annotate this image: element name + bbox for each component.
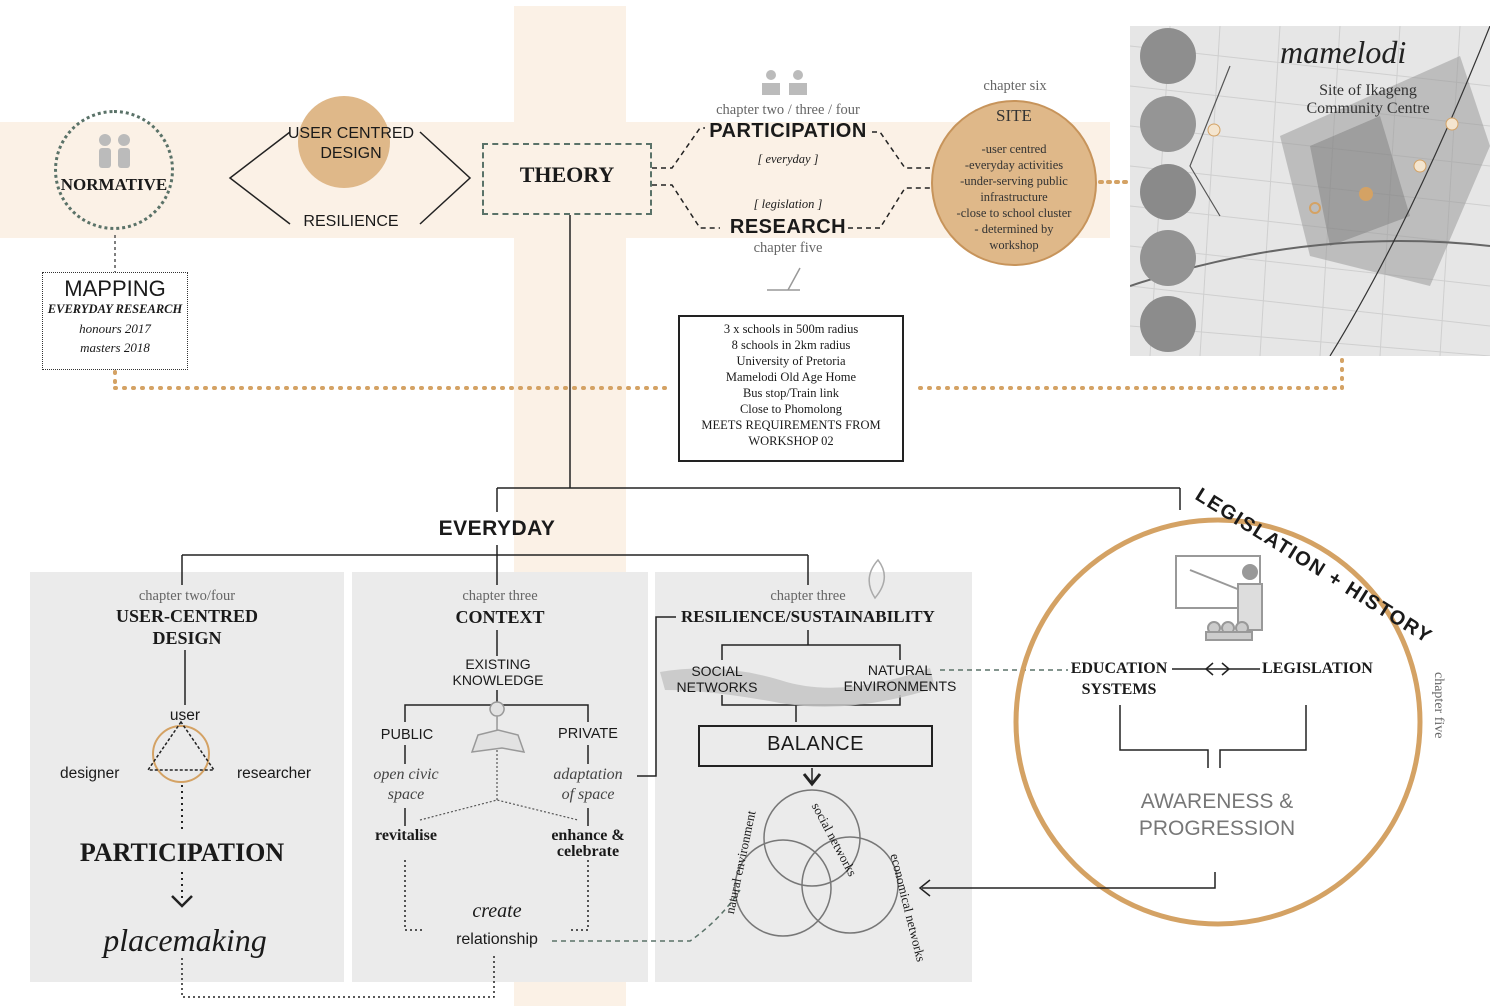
- everyday-title: EVERYDAY: [438, 517, 556, 540]
- criteria-4: Mamelodi Old Age Home: [725, 370, 857, 384]
- context-adapt-1: adaptation: [553, 766, 623, 783]
- context-revitalise: revitalise: [375, 827, 437, 844]
- criteria-8: WORKSHOP 02: [748, 434, 834, 448]
- panel-context: [352, 572, 648, 982]
- legislation-label: LEGISLATION: [1262, 660, 1373, 677]
- awareness-1: AWARENESS &: [1140, 790, 1294, 813]
- site-item-2: -everyday activities: [964, 158, 1064, 172]
- context-private: PRIVATE: [558, 726, 618, 742]
- normative-label: NORMATIVE: [60, 175, 168, 194]
- ucd-designer: designer: [60, 765, 120, 782]
- resilience-title: RESILIENCE/SUSTAINABILITY: [681, 607, 935, 626]
- criteria-1: 3 x schools in 500m radius: [723, 322, 859, 336]
- participation-chapter: chapter two / three / four: [716, 102, 860, 118]
- research-title: RESEARCH: [729, 216, 847, 238]
- context-open-1: open civic: [373, 766, 439, 783]
- balance-label: BALANCE: [767, 733, 864, 755]
- context-relationship: relationship: [456, 931, 538, 948]
- legislation-chapter: chapter five: [1431, 672, 1446, 739]
- education-1: EDUCATION: [1070, 660, 1168, 677]
- ucd-circle: [298, 96, 390, 188]
- resilience-natural-1: NATURAL: [867, 662, 933, 678]
- site-circle: [931, 100, 1097, 266]
- research-tag: [ legislation ]: [753, 197, 823, 211]
- site-chapter: chapter six: [983, 78, 1047, 94]
- theory-box: [482, 143, 652, 215]
- normative-circle: [54, 110, 174, 230]
- context-chapter: chapter three: [462, 588, 538, 604]
- education-2: SYSTEMS: [1081, 681, 1157, 698]
- ucd-title-1: USER-CENTRED: [115, 606, 259, 626]
- site-item-1: -user centred: [981, 142, 1047, 156]
- panel-user-centred: [30, 572, 344, 982]
- resilience-social-1: SOCIAL: [691, 663, 743, 679]
- ucd-placemaking: placemaking: [103, 922, 267, 958]
- ucd-title-2: DESIGN: [152, 628, 222, 648]
- ucd-chapter: chapter two/four: [138, 588, 236, 604]
- balance-box: [698, 725, 933, 767]
- theory-label: THEORY: [519, 162, 615, 187]
- context-existing-2: KNOWLEDGE: [452, 672, 544, 688]
- criteria-3: University of Pretoria: [736, 354, 846, 368]
- context-public: PUBLIC: [380, 727, 434, 743]
- resilience-natural-2: ENVIRONMENTS: [843, 678, 957, 694]
- participation-tag: [ everyday ]: [757, 152, 819, 166]
- site-item-5: -close to school cluster: [956, 206, 1072, 220]
- panel-resilience: [655, 572, 972, 982]
- criteria-7: MEETS REQUIREMENTS FROM: [701, 418, 881, 432]
- map-logo: mamelodi: [1280, 34, 1407, 70]
- site-map: mamelodi Site of Ikageng Community Centr…: [1130, 26, 1490, 356]
- mapping-title: MAPPING: [64, 276, 166, 301]
- context-enhance-1: enhance &: [551, 827, 625, 844]
- site-item-7: workshop: [989, 238, 1039, 252]
- site-title: SITE: [996, 106, 1032, 125]
- participation-title: PARTICIPATION: [709, 120, 867, 142]
- ucd-label: USER CENTRED DESIGN: [287, 125, 415, 162]
- resilience-social-2: NETWORKS: [676, 679, 758, 695]
- criteria-5: Bus stop/Train link: [742, 386, 840, 400]
- mapping-line-2: masters 2018: [80, 340, 150, 355]
- resilience-chapter: chapter three: [770, 588, 846, 604]
- ucd-user: user: [169, 707, 201, 724]
- criteria-box: [678, 315, 904, 462]
- map-subtitle-2: Community Centre: [1306, 100, 1430, 117]
- criteria-6: Close to Phomolong: [739, 402, 843, 416]
- context-adapt-2: of space: [561, 786, 615, 803]
- mapping-subtitle: EVERYDAY RESEARCH: [47, 302, 183, 316]
- context-enhance-2: celebrate: [556, 843, 620, 860]
- criteria-2: 8 schools in 2km radius: [731, 338, 851, 352]
- awareness-2: PROGRESSION: [1138, 817, 1296, 840]
- ucd-participation: PARTICIPATION: [79, 838, 285, 867]
- site-item-4: infrastructure: [980, 190, 1048, 204]
- context-title: CONTEXT: [455, 607, 545, 627]
- mapping-line-1: honours 2017: [79, 321, 151, 336]
- research-chapter: chapter five: [753, 240, 823, 256]
- site-item-3: -under-serving public: [960, 174, 1068, 188]
- resilience-label: RESILIENCE: [303, 213, 399, 230]
- context-existing-1: EXISTING: [465, 656, 531, 672]
- ucd-researcher: researcher: [237, 765, 312, 782]
- context-create: create: [472, 900, 522, 922]
- context-open-2: space: [387, 786, 425, 803]
- map-subtitle-1: Site of Ikageng: [1319, 82, 1417, 99]
- mapping-box: [42, 272, 188, 370]
- site-item-6: - determined by: [974, 222, 1054, 236]
